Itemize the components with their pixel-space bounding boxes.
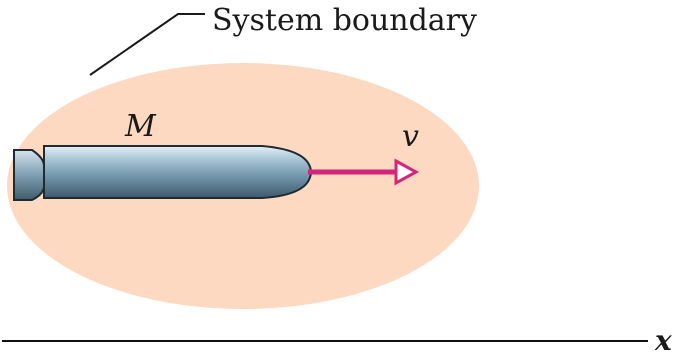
velocity-label: v [402, 119, 419, 154]
projectile-body [44, 146, 311, 198]
projectile-tail [14, 150, 44, 200]
mass-label: M [124, 109, 157, 144]
x-axis-label: x [654, 324, 672, 354]
projectile [14, 146, 311, 200]
system-boundary-label: System boundary [212, 3, 477, 38]
system-boundary-leader-line [90, 14, 205, 75]
